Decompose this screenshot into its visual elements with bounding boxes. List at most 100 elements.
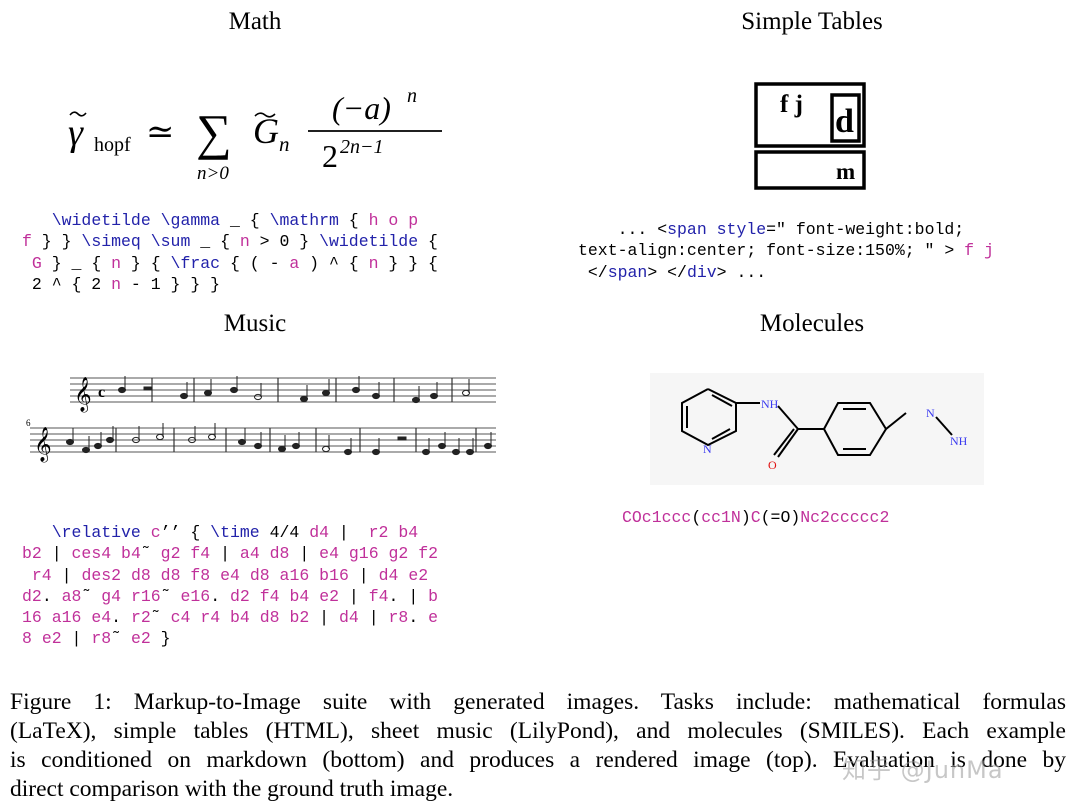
code-token: C bbox=[750, 508, 761, 527]
notes bbox=[66, 376, 492, 456]
treble-clef-icon: 𝄞 bbox=[74, 377, 92, 413]
code-token: e4 bbox=[220, 565, 240, 585]
code-token: d4 bbox=[339, 608, 359, 628]
figure-caption: Figure 1: Markup-to-Image suite with gen… bbox=[10, 688, 1066, 804]
code-token: d4 bbox=[378, 565, 399, 585]
code-token: | bbox=[329, 523, 369, 542]
code-token: r8 bbox=[388, 608, 409, 628]
code-token: G bbox=[31, 253, 42, 273]
sheet-music-image: 𝄞 𝄞 c 6 bbox=[26, 376, 496, 463]
fraction-denominator: 2 bbox=[322, 138, 338, 174]
code-token: g4 bbox=[101, 586, 122, 606]
code-token: b4 bbox=[121, 544, 141, 564]
code-token: g2 bbox=[388, 544, 409, 564]
table-cell-d: d bbox=[835, 103, 854, 140]
code-token: r4 bbox=[200, 608, 221, 628]
code-token: > 0 } bbox=[249, 232, 320, 252]
code-line: r4 | des2 d8 d8 f8 e4 d8 a16 b16 | d4 e2 bbox=[22, 565, 438, 586]
code-token: d8 bbox=[269, 544, 290, 564]
code-token: \relative bbox=[51, 523, 141, 542]
code-token: span bbox=[607, 262, 648, 282]
code-line: COc1ccc(cc1N)C(=O)Nc2ccccc2 bbox=[622, 507, 889, 528]
code-token: des2 bbox=[81, 565, 122, 585]
g-subscript: n bbox=[279, 132, 290, 156]
code-line: b2 | ces4 b4˜ g2 f4 | a4 d8 | e4 g16 g2 … bbox=[22, 543, 438, 564]
simeq-symbol: ≃ bbox=[146, 114, 175, 151]
code-token: \gamma bbox=[160, 211, 221, 230]
code-token: </ bbox=[578, 262, 608, 282]
code-token: . bbox=[408, 608, 429, 628]
code-token: ’’ { bbox=[160, 523, 211, 542]
code-token: r8 bbox=[91, 629, 112, 649]
code-token: h o p bbox=[368, 211, 419, 230]
code-token: f2 bbox=[418, 544, 439, 564]
code-token bbox=[309, 587, 319, 606]
code-token: \sum bbox=[150, 232, 191, 252]
code-token: { ( - bbox=[220, 253, 290, 273]
carbonyl-o-atom: O bbox=[768, 458, 777, 472]
code-token: e bbox=[428, 608, 439, 628]
code-token: ˜ bbox=[140, 544, 161, 564]
code-token: b4 bbox=[289, 586, 310, 606]
code-token bbox=[42, 608, 52, 627]
code-token bbox=[339, 544, 349, 563]
code-token: \simeq bbox=[81, 232, 141, 252]
code-token bbox=[260, 544, 270, 563]
code-token: n bbox=[239, 232, 250, 252]
code-token: 4/4 bbox=[259, 523, 310, 542]
table-cell-bottom bbox=[754, 150, 866, 190]
code-token: d8 bbox=[130, 565, 151, 585]
code-token: e2 bbox=[41, 629, 62, 649]
code-token: \frac bbox=[170, 253, 221, 273]
code-token: | bbox=[339, 586, 369, 606]
code-token: f8 bbox=[190, 565, 211, 585]
g-symbol: G bbox=[253, 111, 279, 151]
code-token: ... < bbox=[578, 220, 668, 239]
code-token: ) ^ { bbox=[299, 253, 369, 273]
code-token: f4 bbox=[190, 544, 211, 564]
code-token: | bbox=[51, 565, 82, 585]
code-token: b2 bbox=[289, 608, 310, 628]
table-cell-d-border bbox=[830, 93, 861, 143]
code-token bbox=[151, 211, 161, 230]
code-token: | bbox=[41, 544, 72, 564]
code-token: . bbox=[111, 608, 131, 628]
code-token: | bbox=[358, 608, 389, 628]
code-token: b4 bbox=[230, 608, 250, 628]
code-line: 16 a16 e4. r2˜ c4 r4 b4 d8 b2 | d4 | r8.… bbox=[22, 607, 438, 628]
code-token: { bbox=[418, 232, 438, 252]
code-token: . bbox=[41, 586, 62, 606]
code-line: text-align:center; font-size:150%; " > f… bbox=[578, 240, 994, 261]
gamma-symbol: γ bbox=[68, 112, 84, 154]
code-token: } bbox=[150, 629, 171, 649]
code-token: e2 bbox=[319, 586, 339, 606]
code-token: _ { bbox=[190, 232, 240, 252]
code-token: 16 bbox=[22, 608, 42, 628]
code-token: a4 bbox=[239, 544, 260, 564]
code-token: ces4 bbox=[71, 544, 112, 564]
code-token: b bbox=[428, 586, 439, 606]
hydrazine-n-atom: N bbox=[926, 406, 935, 420]
code-token: | bbox=[210, 544, 240, 564]
code-token: g16 bbox=[348, 544, 379, 564]
code-token: | bbox=[309, 608, 339, 628]
gamma-tilde-mark bbox=[69, 111, 87, 117]
code-token: ( bbox=[691, 508, 702, 527]
code-token bbox=[22, 254, 32, 273]
sum-symbol: ∑ bbox=[196, 104, 232, 160]
caption-line-1: Figure 1: Markup-to-Image suite with gen… bbox=[10, 689, 1066, 715]
code-token: ˜ bbox=[111, 629, 131, 649]
code-token: =" font-weight:bold; bbox=[766, 220, 965, 239]
table-cell-m: m bbox=[836, 159, 855, 184]
code-token: \widetilde bbox=[319, 232, 419, 252]
staff-1 bbox=[70, 377, 496, 403]
code-token: a8 bbox=[61, 586, 82, 606]
code-token: b4 bbox=[398, 523, 419, 542]
code-line: f } } \simeq \sum _ { n > 0 } \widetilde… bbox=[22, 231, 438, 252]
code-token: COc1ccc bbox=[622, 508, 692, 527]
code-token: a16 bbox=[279, 565, 310, 585]
code-line: \widetilde \gamma _ { \mathrm { h o p bbox=[22, 210, 438, 231]
caption-line-4: direct comparison with the ground truth … bbox=[10, 776, 454, 802]
code-line: G } _ { n } { \frac { ( - a ) ^ { n } } … bbox=[22, 253, 438, 274]
